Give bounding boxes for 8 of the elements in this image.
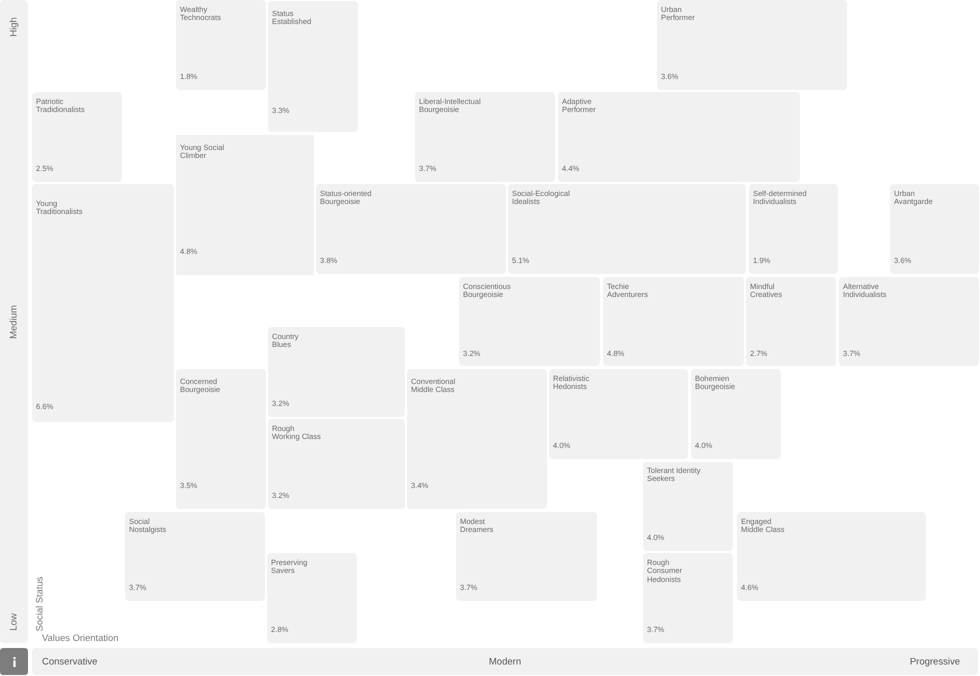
axis-label: Medium [9, 305, 19, 339]
axis-label: Modern [488, 656, 522, 666]
axis-title: Values Orientation [42, 633, 118, 642]
axis-label: High [9, 17, 19, 37]
axis-label: Conservative [42, 656, 98, 666]
axis-label: Low [9, 613, 19, 631]
axis-label: Progressive [910, 656, 960, 666]
axis-title: Social Status [34, 576, 44, 632]
